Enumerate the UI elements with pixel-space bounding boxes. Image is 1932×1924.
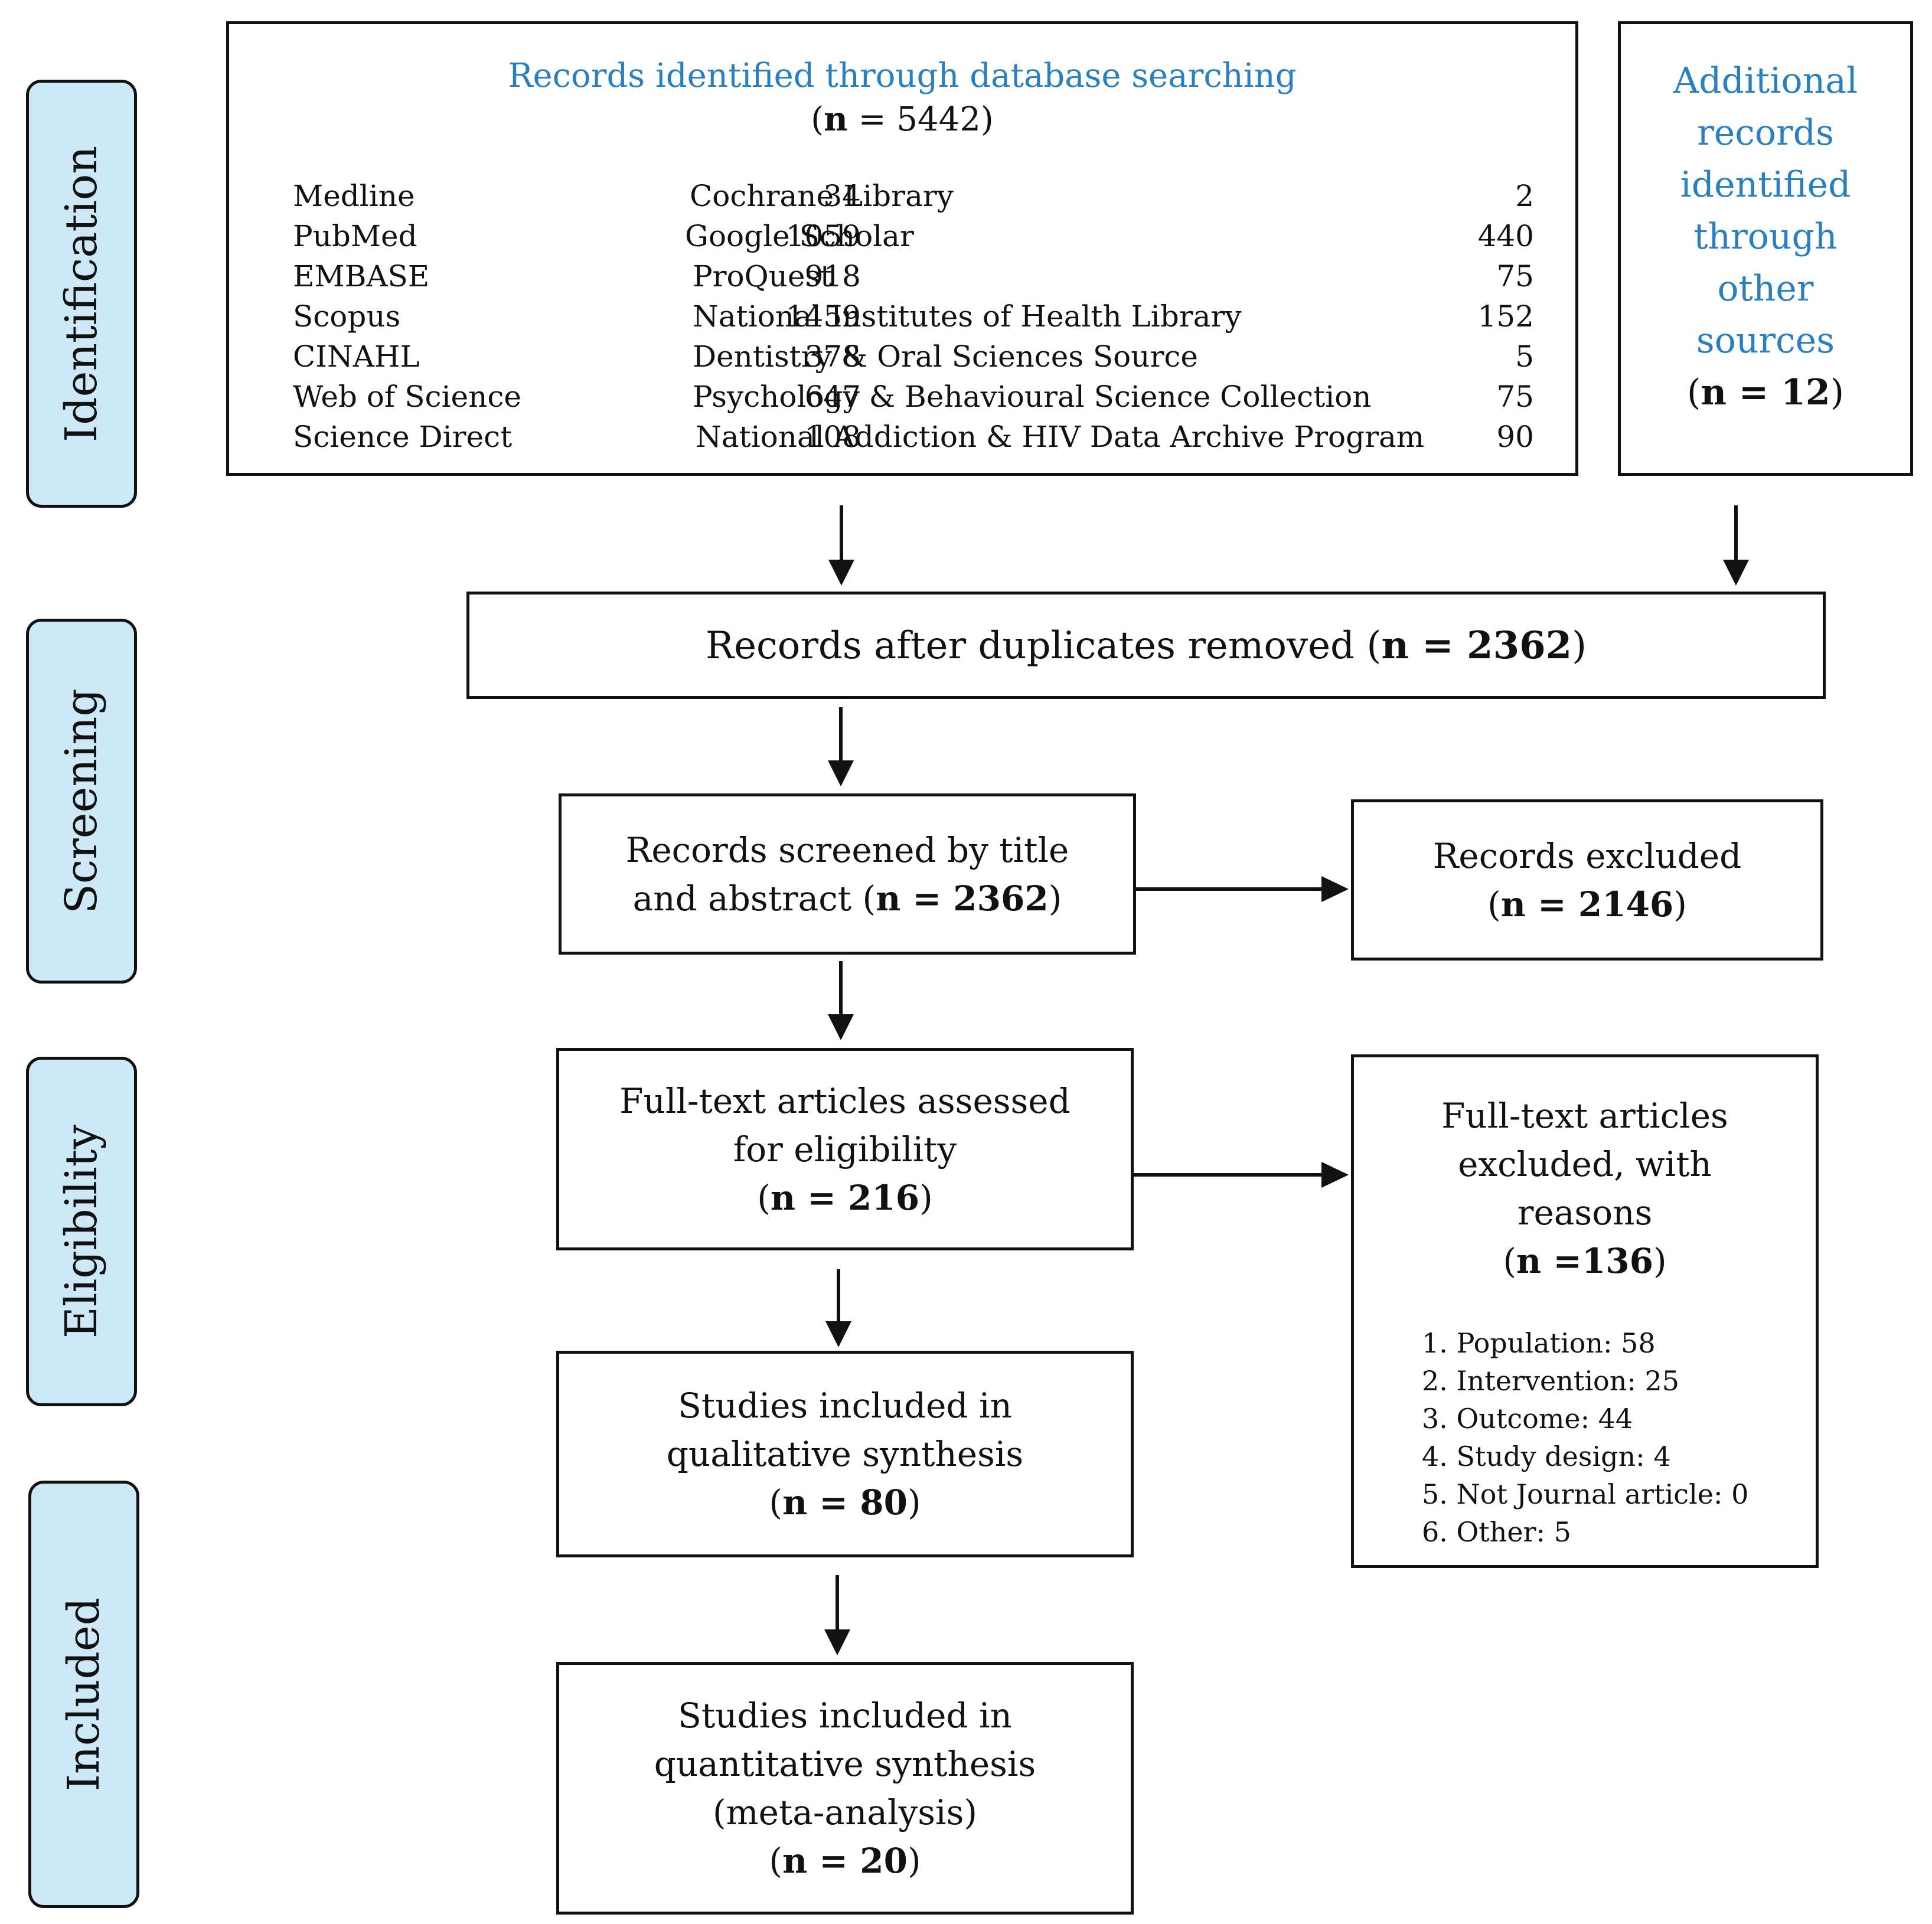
db-right-2-name: ProQuest bbox=[693, 259, 833, 293]
duplicates-text: Records after duplicates removed (n = 23… bbox=[705, 623, 1587, 668]
additional-line-5: other bbox=[1717, 268, 1814, 309]
db-right-1-count: 440 bbox=[1477, 219, 1534, 253]
reason-item: 1. Population: 58 bbox=[1422, 1327, 1656, 1359]
stage-screening: Screening bbox=[26, 619, 137, 984]
arrowhead bbox=[828, 560, 854, 586]
db-left-6-name: Science Direct bbox=[293, 420, 513, 454]
duplicates-n: n = 2362 bbox=[1381, 623, 1572, 668]
fulltext-excluded-n: n =136 bbox=[1516, 1241, 1654, 1281]
reason-item: 4. Study design: 4 bbox=[1422, 1440, 1671, 1472]
excluded-n: n = 2146 bbox=[1500, 884, 1674, 925]
identification-count: (n = 5442) bbox=[811, 100, 994, 139]
records-excluded-box: Records excluded (n = 2146) bbox=[1351, 799, 1823, 961]
quantitative-line-1: Studies included in bbox=[678, 1696, 1012, 1736]
arrowhead bbox=[1321, 876, 1349, 902]
additional-line-1: Additional bbox=[1673, 60, 1858, 102]
exclusion-reasons-list: 1. Population: 58 2. Intervention: 25 3.… bbox=[1422, 1324, 1748, 1551]
quantitative-synthesis-box: Studies included in quantitative synthes… bbox=[556, 1662, 1134, 1915]
additional-line-3: identified bbox=[1680, 164, 1851, 205]
fulltext-excluded-line-2: excluded, with bbox=[1458, 1144, 1712, 1184]
quantitative-line-2: quantitative synthesis bbox=[654, 1744, 1036, 1784]
fulltext-count: (n = 216) bbox=[757, 1177, 933, 1218]
db-right-6-name: National Addiction & HIV Data Archive Pr… bbox=[696, 420, 1425, 454]
records-screened-box: Records screened by title and abstract (… bbox=[559, 793, 1136, 955]
additional-line-6: sources bbox=[1696, 320, 1835, 361]
identification-n-label: n bbox=[824, 100, 848, 139]
fulltext-line-1: Full-text articles assessed bbox=[619, 1080, 1071, 1121]
quantitative-n: n = 20 bbox=[782, 1841, 908, 1881]
identification-n-value: = 5442 bbox=[847, 100, 981, 139]
qualitative-n: n = 80 bbox=[782, 1482, 908, 1523]
db-left-3-count: 1459 bbox=[785, 299, 861, 334]
db-right-4-count: 5 bbox=[1515, 339, 1534, 374]
stage-included: Included bbox=[28, 1481, 139, 1908]
fulltext-assessed-box: Full-text articles assessed for eligibil… bbox=[556, 1048, 1134, 1250]
db-left-4-name: CINAHL bbox=[293, 339, 420, 374]
fulltext-excluded-line-1: Full-text articles bbox=[1441, 1096, 1728, 1136]
fulltext-n: n = 216 bbox=[770, 1177, 920, 1218]
arrowhead bbox=[1321, 1162, 1349, 1188]
additional-n: n = 12 bbox=[1701, 372, 1830, 413]
screened-line-2-text: and abstract bbox=[632, 878, 863, 919]
screened-line-1: Records screened by title bbox=[625, 829, 1069, 870]
excluded-label: Records excluded bbox=[1432, 835, 1742, 876]
additional-records-box: Additional records identified through ot… bbox=[1618, 21, 1913, 476]
db-right-5-count: 75 bbox=[1496, 380, 1534, 414]
db-left-1-name: PubMed bbox=[293, 219, 417, 253]
db-left-6-count: 108 bbox=[804, 420, 861, 454]
db-right-4-name: Dentistry & Oral Sciences Source bbox=[693, 339, 1198, 374]
screened-n: n = 2362 bbox=[876, 878, 1049, 919]
fulltext-line-2: for eligibility bbox=[733, 1129, 957, 1170]
db-left-5-name: Web of Science bbox=[293, 380, 521, 414]
db-left-3-name: Scopus bbox=[293, 299, 401, 334]
qualitative-count: (n = 80) bbox=[769, 1482, 921, 1523]
quantitative-count: (n = 20) bbox=[769, 1841, 921, 1881]
qualitative-line-1: Studies included in bbox=[678, 1386, 1012, 1426]
db-right-1-name: Google Scholar bbox=[685, 219, 914, 253]
db-left-0-count: 34 bbox=[823, 179, 861, 213]
db-left-4-count: 378 bbox=[804, 339, 861, 374]
db-left-2-name: EMBASE bbox=[293, 259, 430, 293]
db-right-5-name: Psychology & Behavioural Science Collect… bbox=[693, 380, 1372, 414]
fulltext-excluded-line-3: reasons bbox=[1517, 1193, 1653, 1233]
stage-eligibility: Eligibility bbox=[26, 1057, 137, 1406]
reason-item: 5. Not Journal article: 0 bbox=[1422, 1478, 1749, 1510]
db-right-3-name: National Institutes of Health Library bbox=[693, 299, 1242, 334]
arrowhead bbox=[828, 760, 854, 786]
db-left-2-count: 918 bbox=[804, 259, 861, 293]
additional-count: (n = 12) bbox=[1686, 372, 1844, 413]
db-right-0-name: Cochrane Library bbox=[690, 179, 954, 213]
quantitative-line-3: (meta-analysis) bbox=[713, 1792, 977, 1832]
duplicates-label: Records after duplicates removed bbox=[705, 623, 1367, 668]
excluded-count: (n = 2146) bbox=[1487, 884, 1687, 925]
db-left-5-count: 647 bbox=[804, 380, 861, 414]
qualitative-synthesis-box: Studies included in qualitative synthesi… bbox=[556, 1351, 1134, 1557]
fulltext-excluded-heading: Full-text articles excluded, with reason… bbox=[1354, 1092, 1816, 1285]
db-right-0-count: 2 bbox=[1515, 179, 1534, 213]
reason-item: 3. Outcome: 44 bbox=[1422, 1403, 1633, 1435]
identification-box: Records identified through database sear… bbox=[226, 21, 1578, 476]
screened-line-2: and abstract (n = 2362) bbox=[632, 878, 1062, 919]
arrowhead bbox=[824, 1629, 850, 1655]
reason-item: 2. Intervention: 25 bbox=[1422, 1365, 1680, 1397]
arrowhead bbox=[828, 1014, 854, 1040]
qualitative-line-2: qualitative synthesis bbox=[666, 1434, 1024, 1474]
fulltext-excluded-count: (n =136) bbox=[1503, 1241, 1667, 1281]
duplicates-removed-box: Records after duplicates removed (n = 23… bbox=[466, 592, 1826, 699]
db-right-2-count: 75 bbox=[1496, 259, 1534, 293]
identification-title: Records identified through database sear… bbox=[508, 57, 1297, 95]
db-left-0-name: Medline bbox=[293, 179, 415, 213]
db-right-6-count: 90 bbox=[1496, 420, 1534, 454]
arrowhead bbox=[1723, 560, 1749, 586]
fulltext-excluded-box: Full-text articles excluded, with reason… bbox=[1351, 1054, 1819, 1568]
stage-identification: Identification bbox=[26, 80, 137, 508]
additional-line-4: through bbox=[1693, 216, 1838, 257]
arrowhead bbox=[825, 1321, 851, 1347]
db-right-3-count: 152 bbox=[1477, 299, 1534, 334]
reason-item: 6. Other: 5 bbox=[1422, 1516, 1571, 1548]
additional-line-2: records bbox=[1697, 112, 1834, 153]
db-left-1-count: 1059 bbox=[785, 219, 861, 253]
